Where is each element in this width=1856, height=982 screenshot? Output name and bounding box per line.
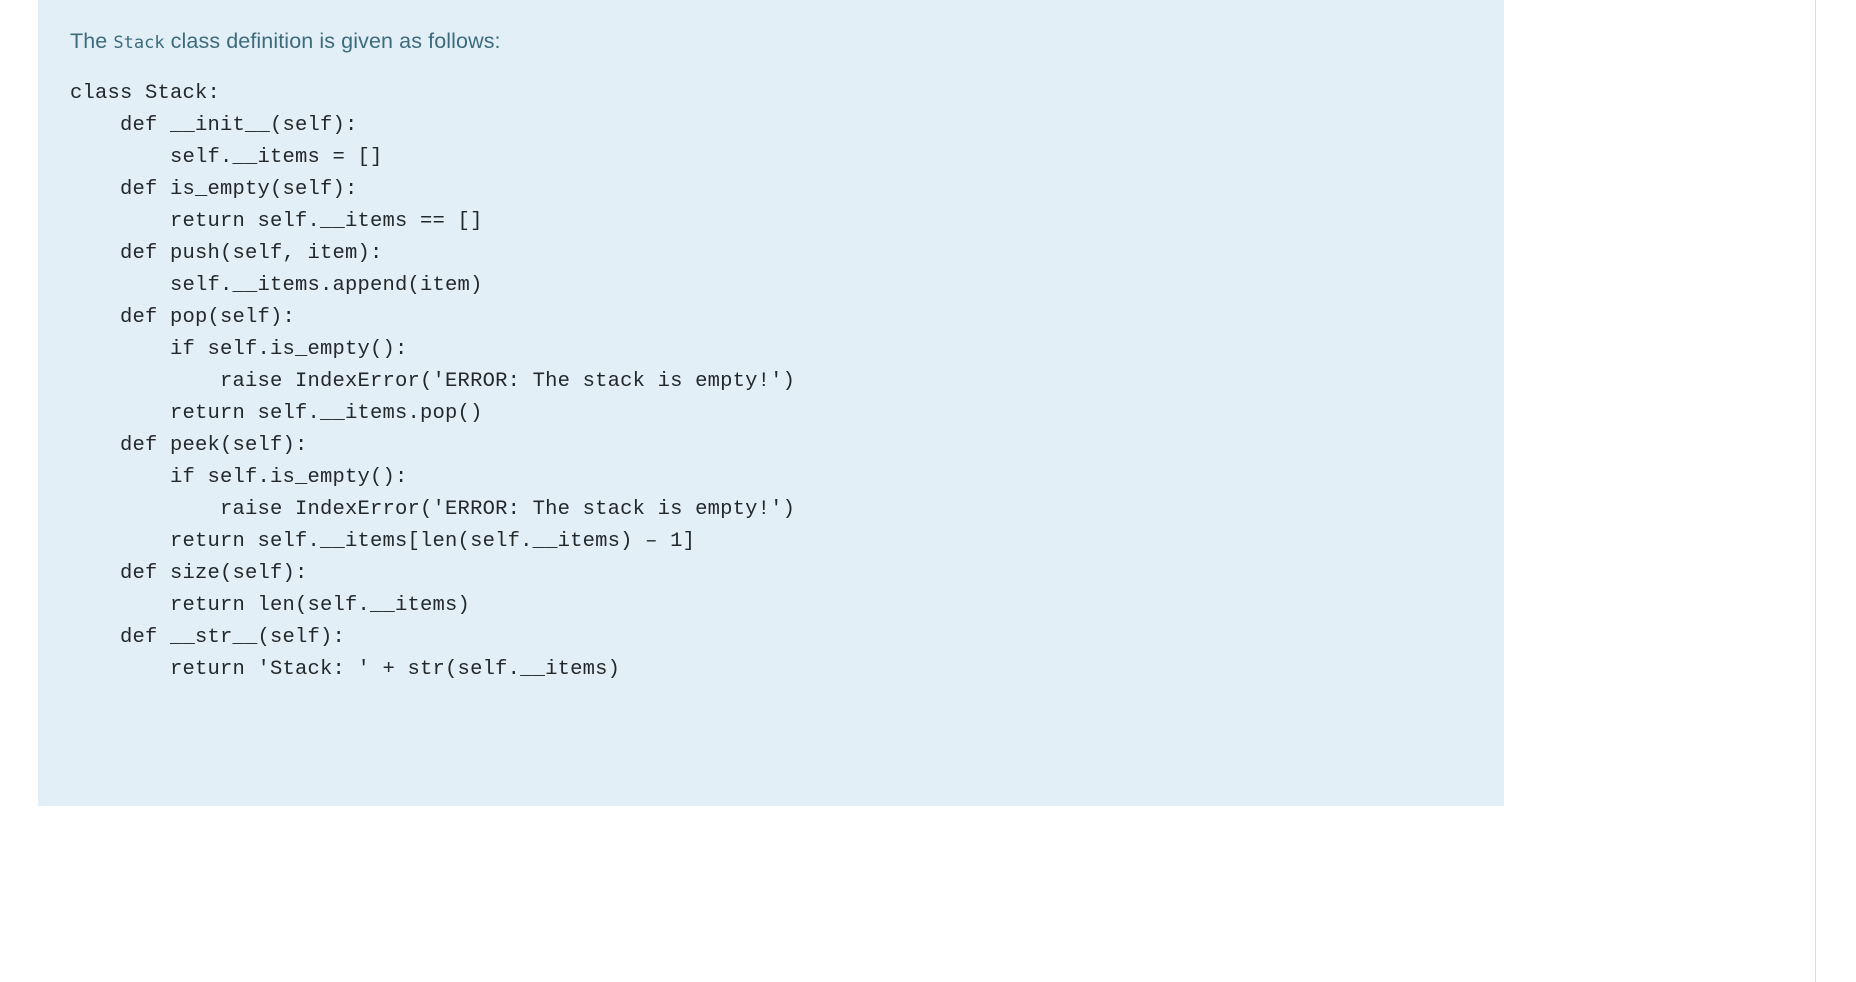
code-line: def push(self, item): (70, 242, 383, 265)
code-line: self.__items = [] (70, 146, 383, 169)
code-line: return self.__items == [] (70, 210, 483, 233)
stack-class-code-block: class Stack: def __init__(self): self.__… (70, 78, 1472, 686)
code-line: raise IndexError('ERROR: The stack is em… (70, 498, 796, 521)
intro-sentence: The Stack class definition is given as f… (70, 26, 1472, 58)
inline-code-stack: Stack (113, 33, 165, 53)
stack-class-callout-panel: The Stack class definition is given as f… (38, 0, 1504, 806)
code-line: def peek(self): (70, 434, 308, 457)
code-line: return self.__items.pop() (70, 402, 483, 425)
code-line: def pop(self): (70, 306, 296, 329)
code-line: def __str__(self): (70, 626, 346, 649)
code-line: def size(self): (70, 562, 308, 585)
page-scrollbar-track[interactable] (1840, 0, 1856, 982)
content-column: The Stack class definition is given as f… (38, 0, 1504, 806)
code-lines-container: class Stack: def __init__(self): self.__… (70, 78, 1472, 686)
intro-text-after: class definition is given as follows: (164, 29, 501, 53)
code-line: return self.__items[len(self.__items) – … (70, 530, 696, 553)
content-right-divider (1815, 0, 1816, 982)
code-line: def is_empty(self): (70, 178, 358, 201)
code-line: return len(self.__items) (70, 594, 471, 617)
code-line: if self.is_empty(): (70, 466, 408, 489)
code-line: if self.is_empty(): (70, 338, 408, 361)
code-line: return 'Stack: ' + str(self.__items) (70, 658, 621, 681)
code-line: self.__items.append(item) (70, 274, 483, 297)
code-line: class Stack: (70, 82, 221, 105)
intro-text-before: The (70, 29, 114, 53)
code-line: def __init__(self): (70, 114, 358, 137)
code-line: raise IndexError('ERROR: The stack is em… (70, 370, 796, 393)
